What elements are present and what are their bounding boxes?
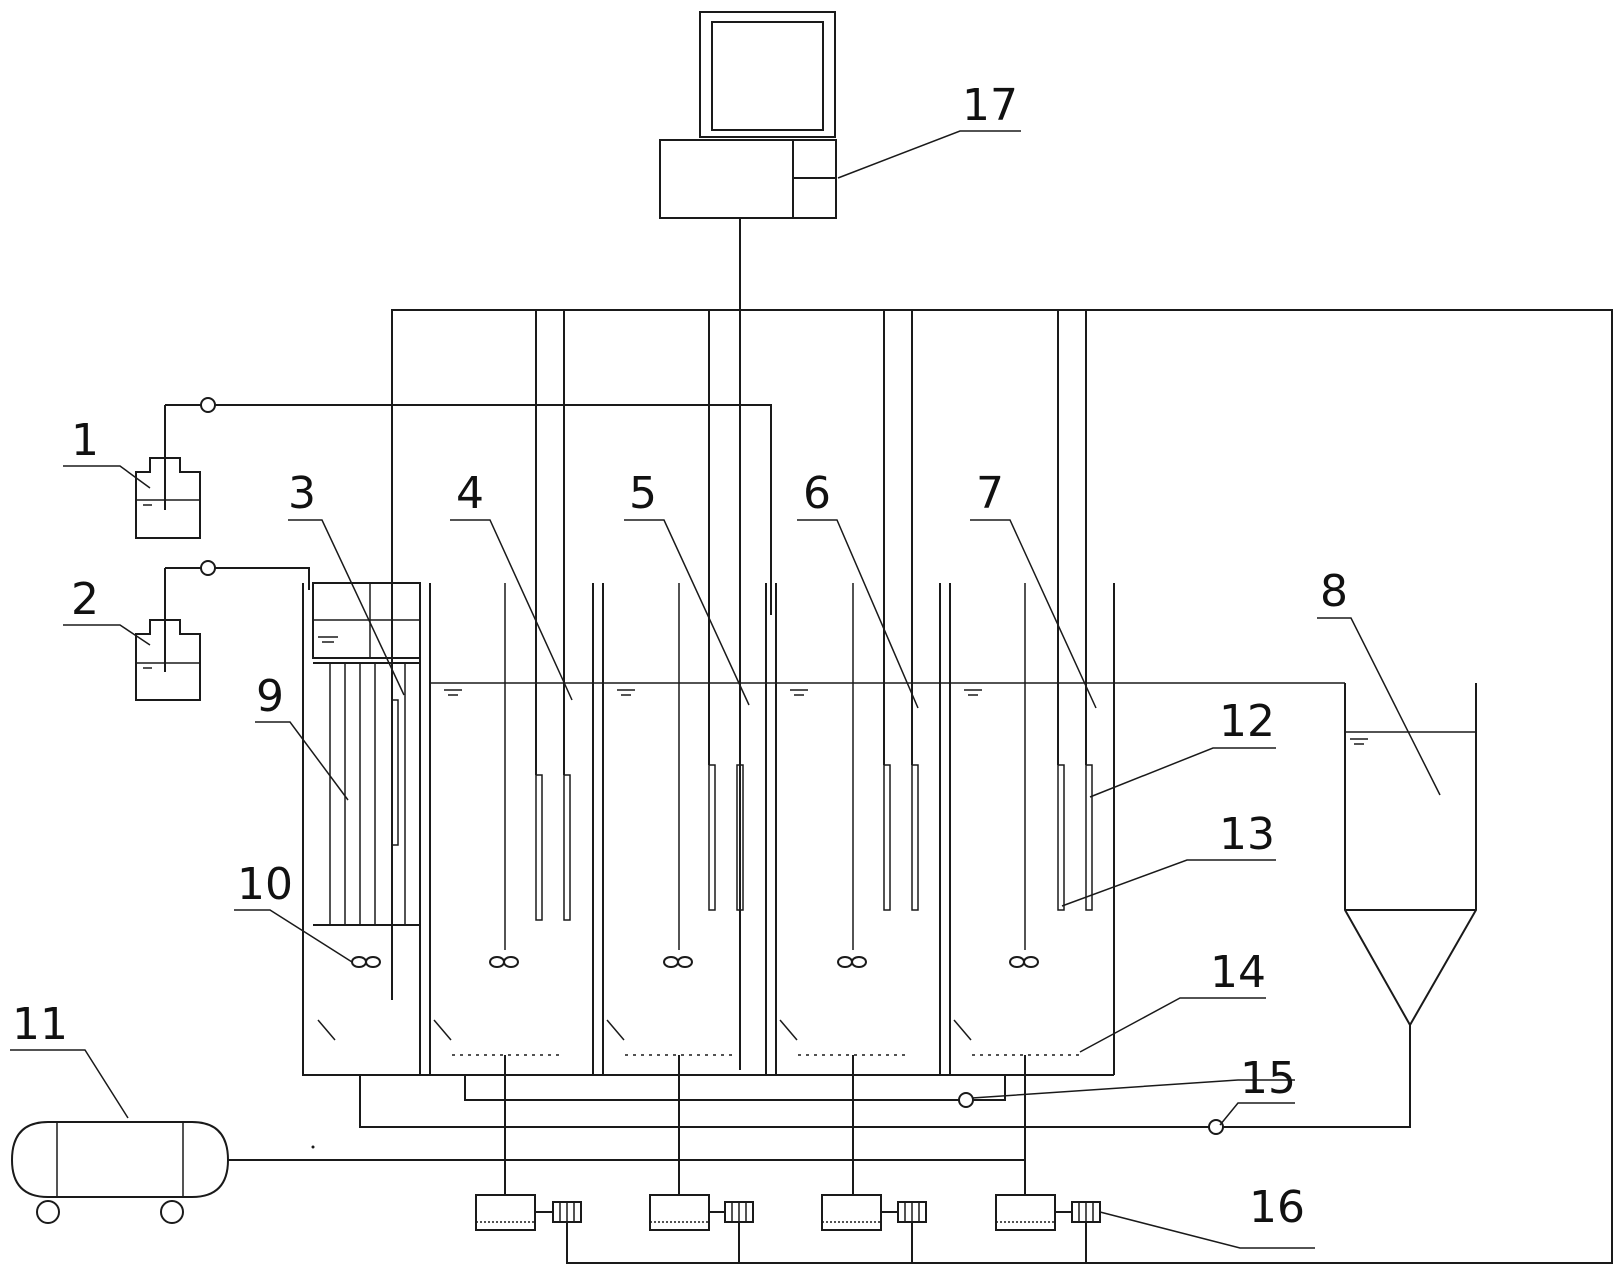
recirculation-pipe (464, 1075, 1006, 1101)
label-6: 6 (803, 468, 831, 519)
motor-3 (821, 1194, 927, 1231)
reactor-cell-7 (939, 583, 1115, 1195)
sludge-pump-icon (1208, 1119, 1224, 1135)
label-12: 12 (1219, 696, 1275, 747)
pump-2-icon (200, 560, 216, 576)
water-level-symbols (444, 689, 982, 696)
label-14: 14 (1210, 947, 1266, 998)
reactor-cell-6 (765, 583, 919, 1195)
settling-tank (1344, 683, 1477, 1028)
air-compressor (10, 1121, 230, 1224)
label-3: 3 (288, 468, 316, 519)
label-5: 5 (629, 468, 657, 519)
dosing-tank-2 (135, 568, 201, 701)
label-1: 1 (71, 415, 99, 466)
label-15: 15 (1240, 1053, 1296, 1104)
label-13: 13 (1219, 809, 1275, 860)
signal-loop-line (391, 309, 1613, 1264)
motor-4 (995, 1194, 1101, 1231)
label-16: 16 (1249, 1182, 1305, 1233)
label-11: 11 (12, 999, 68, 1050)
motor-2 (649, 1194, 754, 1231)
feed-pipe-2 (165, 567, 310, 590)
recirculation-pump-icon (958, 1092, 974, 1108)
computer (659, 11, 837, 219)
sludge-return-pipe (359, 1025, 1411, 1128)
label-2: 2 (71, 574, 99, 625)
motor-1 (475, 1194, 582, 1231)
label-8: 8 (1320, 566, 1348, 617)
label-10: 10 (237, 859, 293, 910)
label-9: 9 (256, 671, 284, 722)
pump-1-icon (200, 397, 216, 413)
label-17: 17 (962, 80, 1018, 131)
dosing-tank-1 (135, 405, 201, 539)
leader-lines (10, 130, 1441, 1249)
reactor-cell-4 (419, 583, 571, 1195)
label-4: 4 (456, 468, 484, 519)
computer-screen (711, 21, 824, 131)
label-7: 7 (976, 468, 1004, 519)
feed-pipe-1 (165, 404, 772, 615)
column-tank (302, 582, 421, 1076)
reactor-cell-5 (592, 583, 744, 1195)
